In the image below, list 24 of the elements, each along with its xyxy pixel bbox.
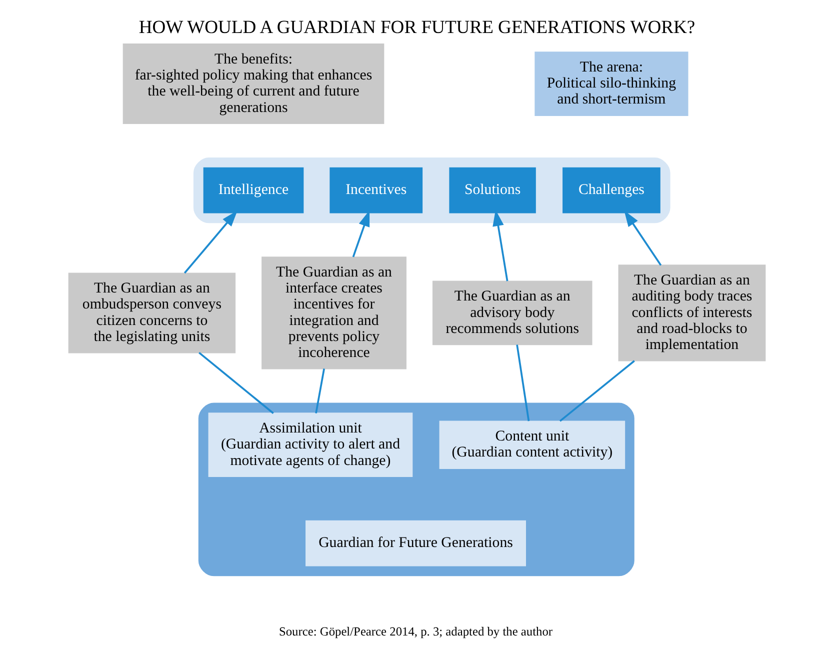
node-box: Content unit (Guardian content activity) <box>438 420 625 469</box>
node-box: The Guardian as an advisory body recommends solutions <box>432 280 592 346</box>
connector <box>516 344 530 422</box>
connector <box>314 368 325 414</box>
node-box: Challenges <box>562 167 660 214</box>
node-box: The Guardian as an auditing body traces conflicts of interests and road-blocks to implementation <box>618 264 766 362</box>
node-box: The Guardian as an ombudsperson conveys citizen concerns to the legislating units <box>68 272 236 354</box>
cluster <box>198 402 634 576</box>
caption: Source: Göpel/Pearce 2014, p. 3; adapted by the author <box>278 624 552 639</box>
node-box: Guardian for Future Generations <box>305 520 526 566</box>
node-box: Incentives <box>329 167 422 214</box>
node-box: Assimilation unit (Guardian activity to alert and motivate agents of change) <box>208 412 412 478</box>
arrow <box>352 210 370 258</box>
connector <box>198 352 274 414</box>
node-box: Solutions <box>448 167 536 214</box>
diagram-title: HOW WOULD A GUARDIAN FOR FUTURE GENERATIONS WORK? <box>138 17 695 38</box>
node-box: The Guardian as an interface creates incentives for integration and prevents policy incoherence <box>261 256 406 370</box>
cluster <box>192 158 670 224</box>
node-box: The benefits: far-sighted policy making that enhances the well-being of current and future generations <box>122 44 384 124</box>
connector <box>558 360 634 422</box>
node-box: Intelligence <box>202 167 304 214</box>
arrow <box>183 210 237 274</box>
node-box: The arena: Political silo-thinking and short-termism <box>534 52 688 116</box>
arrow <box>624 210 662 266</box>
